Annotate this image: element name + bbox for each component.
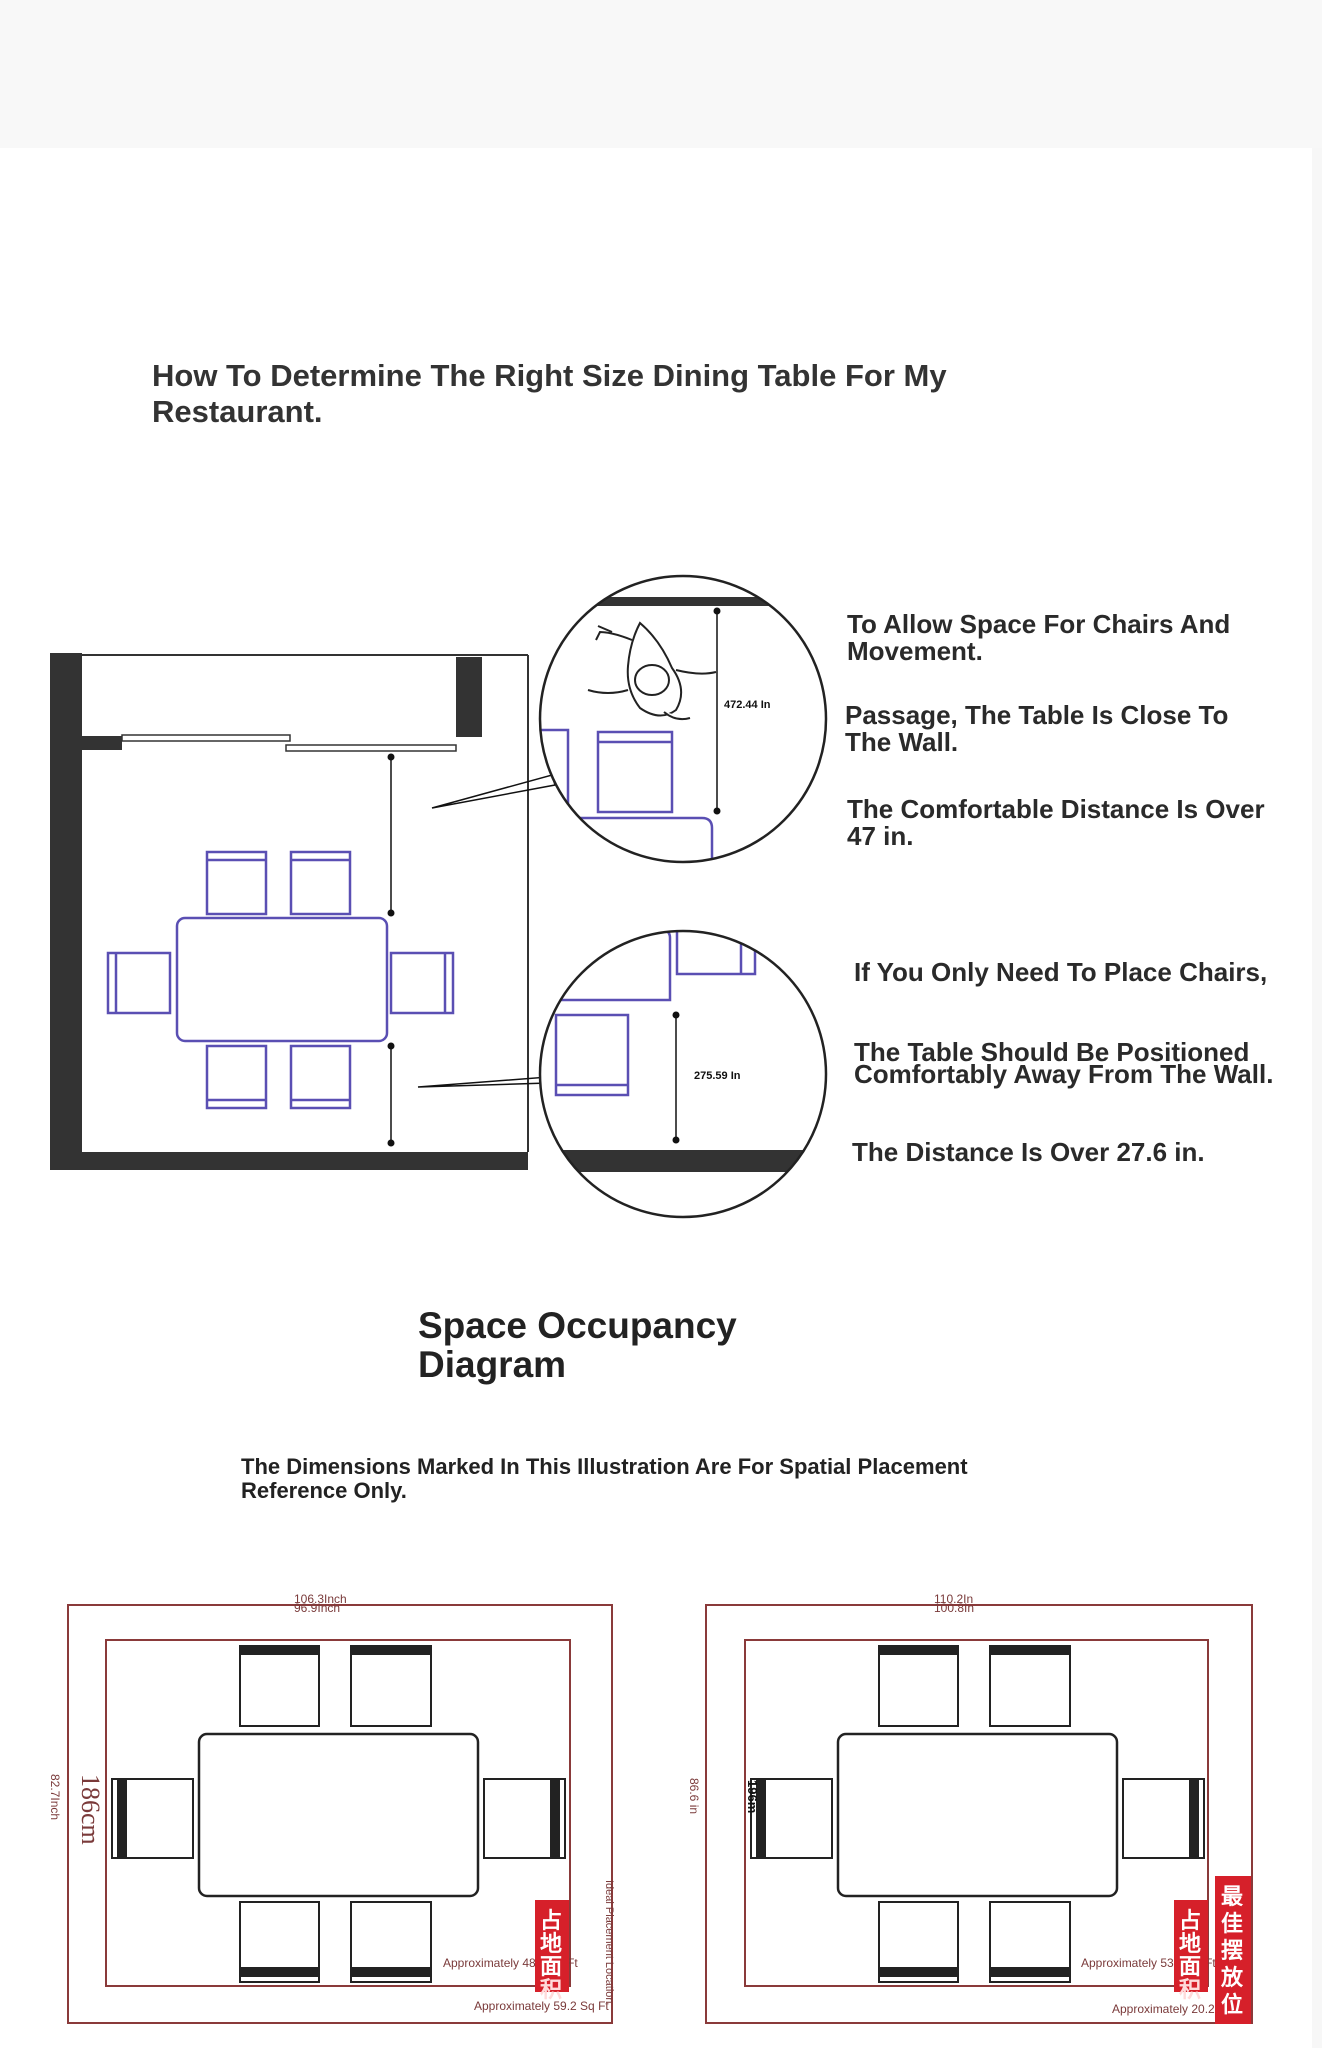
left-outer-area: Approximately 59.2 Sq Ft bbox=[474, 1999, 609, 2013]
left-inner-depth: 186cm bbox=[76, 1774, 105, 1845]
seal-stamp-best-position: 最 佳 摆 放 位 bbox=[1215, 1876, 1251, 2024]
table-left bbox=[197, 1732, 480, 1898]
disclaimer-text: The Dimensions Marked In This Illustrati… bbox=[241, 1454, 968, 1503]
lower-note-2: The Table Should Be Positioned Comfortab… bbox=[854, 1037, 1274, 1089]
svg-text:地: 地 bbox=[1179, 1932, 1201, 1957]
zoom-circle-lower: 275.59 In bbox=[538, 929, 828, 1219]
svg-text:摆: 摆 bbox=[1221, 1939, 1243, 1964]
lower-note-3: The Distance Is Over 27.6 in. bbox=[852, 1137, 1205, 1167]
plan-table bbox=[175, 916, 389, 1043]
left-inner-width: 96.9Inch bbox=[294, 1601, 340, 1615]
page-title: How To Determine The Right Size Dining T… bbox=[152, 358, 947, 429]
plan-chair bbox=[106, 850, 455, 1110]
space-occupancy-title: Space Occupancy Diagram bbox=[418, 1305, 737, 1385]
upper-note-3: The Comfortable Distance Is Over 47 in. bbox=[847, 794, 1265, 851]
occupancy-plan-right: 110.2In 100.8In 86.6 in 196m Approximate… bbox=[687, 1592, 1253, 2024]
right-inner-width: 100.8In bbox=[934, 1601, 974, 1615]
room-floor-plan bbox=[50, 653, 556, 1170]
lower-note-1: If You Only Need To Place Chairs, bbox=[854, 957, 1268, 987]
svg-text:积: 积 bbox=[540, 1978, 562, 2003]
occupancy-plan-left: 106.3Inch 96.9Inch 82.7Inch 186cm Approx… bbox=[48, 1592, 615, 2024]
table-right bbox=[836, 1732, 1119, 1898]
right-inner-depth: 196m bbox=[745, 1780, 760, 1813]
svg-text:佳: 佳 bbox=[1221, 1912, 1243, 1937]
left-side-label: Ideal Placement Location bbox=[603, 1880, 615, 2004]
svg-text:面: 面 bbox=[1179, 1955, 1201, 1980]
upper-note-1: To Allow Space For Chairs And Movement. bbox=[847, 609, 1231, 666]
person-figure bbox=[587, 621, 717, 721]
seal-stamp-right: 占 地 面 积 bbox=[1174, 1900, 1208, 2003]
right-outer-area: Approximately 20.2 Feet bbox=[1112, 2002, 1243, 2016]
upper-note-2: Passage, The Table Is Close To The Wall. bbox=[845, 700, 1229, 757]
left-outer-width: 106.3Inch bbox=[294, 1592, 347, 1606]
svg-text:面: 面 bbox=[540, 1955, 562, 1980]
svg-text:占: 占 bbox=[1179, 1909, 1201, 1934]
seal-stamp-left: 占 地 面 积 bbox=[535, 1900, 569, 2003]
right-edge-strip bbox=[1312, 148, 1322, 2048]
zoom-upper-label: 472.44 In bbox=[724, 699, 771, 711]
top-banner bbox=[0, 0, 1322, 148]
svg-text:位: 位 bbox=[1221, 1992, 1243, 2018]
svg-text:积: 积 bbox=[1179, 1978, 1201, 2003]
left-outer-depth: 82.7Inch bbox=[48, 1774, 62, 1820]
right-outer-depth: 86.6 in bbox=[687, 1778, 701, 1814]
svg-text:占: 占 bbox=[540, 1909, 562, 1934]
svg-text:最: 最 bbox=[1221, 1885, 1244, 1910]
svg-text:地: 地 bbox=[540, 1932, 562, 1957]
zoom-lower-label: 275.59 In bbox=[694, 1070, 741, 1082]
zoom-circle-upper: 472.44 In bbox=[538, 574, 828, 864]
svg-text:放: 放 bbox=[1220, 1965, 1244, 1991]
right-outer-width: 110.2In bbox=[934, 1592, 973, 1606]
